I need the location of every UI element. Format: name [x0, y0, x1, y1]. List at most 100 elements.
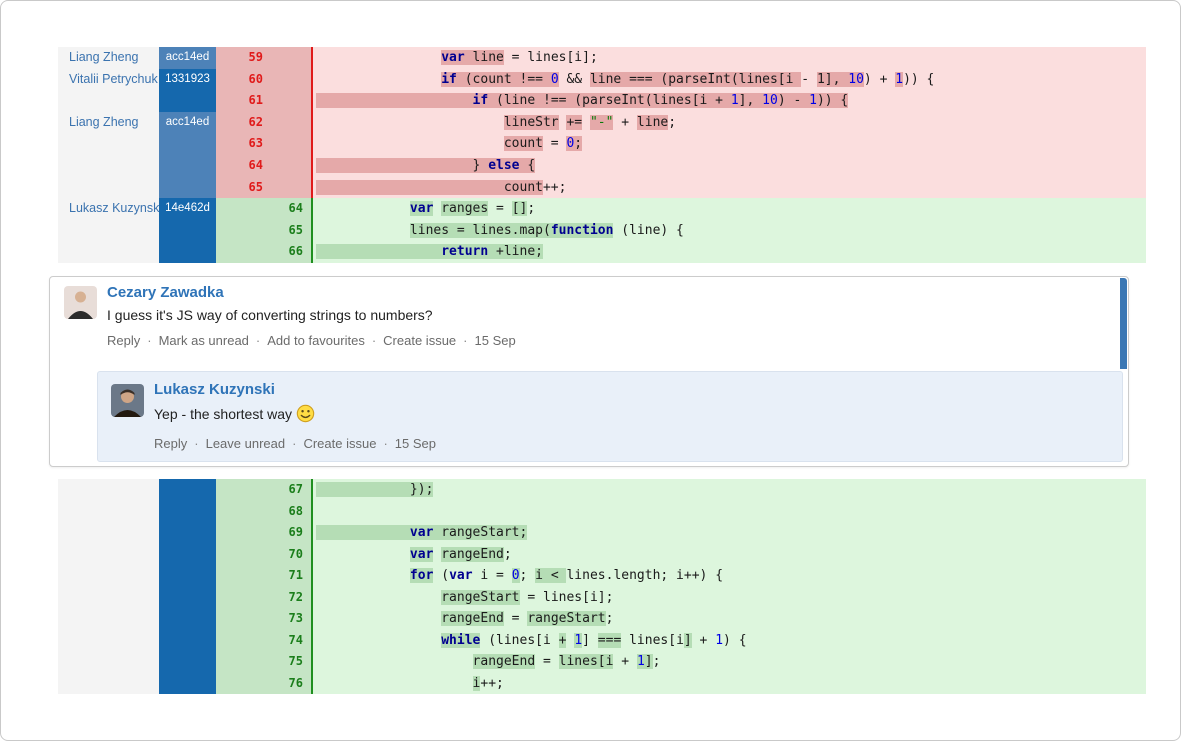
code-line[interactable]: if (line !== (parseInt(lines[i + 1], 10)…: [313, 90, 1146, 112]
new-line-number: [266, 176, 311, 199]
separator-dot: ·: [194, 436, 199, 451]
code-line[interactable]: i++;: [313, 672, 1146, 694]
comment-action-leave-unread[interactable]: Leave unread: [205, 436, 286, 451]
diff-separator: [311, 479, 313, 501]
code-line[interactable]: var rangeEnd;: [313, 543, 1146, 565]
old-line-number[interactable]: 64: [216, 155, 266, 177]
diff-separator: [311, 651, 313, 673]
diff-separator: [311, 155, 313, 177]
code-line[interactable]: lineStr += "-" + line;: [313, 111, 1146, 134]
code-line[interactable]: lines = lines.map(function (line) {: [313, 219, 1146, 242]
code-line[interactable]: });: [313, 479, 1146, 501]
comment-content: Cezary Zawadka I guess it's JS way of co…: [107, 277, 1128, 348]
code-line[interactable]: } else {: [313, 155, 1146, 177]
avatar-image: [64, 286, 97, 319]
old-line-number: [216, 198, 266, 220]
diff-separator: [311, 500, 313, 522]
code-line[interactable]: if (count !== 0 && line === (parseInt(li…: [313, 68, 1146, 91]
commit-hash[interactable]: 14e462d: [159, 198, 216, 264]
code-line[interactable]: var ranges = [];: [313, 198, 1146, 220]
new-line-number[interactable]: 74: [266, 629, 311, 651]
old-line-number[interactable]: 59: [216, 47, 266, 69]
diff-line: 59 var line = lines[i];: [216, 47, 1146, 69]
separator-dot: ·: [292, 436, 297, 451]
diff-line: 62 lineStr += "-" + line;: [216, 111, 1146, 134]
comment-body: Yep - the shortest way: [154, 404, 1122, 426]
old-line-number: [216, 479, 266, 501]
old-line-number[interactable]: 60: [216, 68, 266, 91]
comment-actions: Reply·Mark as unread·Add to favourites·C…: [107, 333, 1128, 348]
diff-separator: [311, 176, 313, 199]
code-line[interactable]: rangeEnd = lines[i + 1];: [313, 651, 1146, 673]
new-line-number[interactable]: 64: [266, 198, 311, 220]
code-line[interactable]: rangeStart = lines[i];: [313, 586, 1146, 608]
comment-action-add-to-favourites[interactable]: Add to favourites: [267, 333, 365, 348]
code-line[interactable]: count = 0;: [313, 133, 1146, 155]
code-line[interactable]: var line = lines[i];: [313, 47, 1146, 69]
blame-author-column: [58, 47, 159, 199]
comment-action-mark-as-unread[interactable]: Mark as unread: [158, 333, 249, 348]
comment-action-reply[interactable]: Reply: [154, 436, 188, 451]
blame-author-link[interactable]: Lukasz Kuzynski: [69, 201, 159, 215]
diff-separator: [311, 111, 313, 134]
diff-line: 71 for (var i = 0; i < lines.length; i++…: [216, 565, 1146, 587]
avatar-image: [111, 384, 144, 417]
old-line-number: [216, 629, 266, 651]
code-line[interactable]: rangeEnd = rangeStart;: [313, 608, 1146, 630]
commit-column: [159, 479, 216, 694]
code-line[interactable]: return +line;: [313, 241, 1146, 264]
blame-author-link[interactable]: Liang Zheng: [69, 114, 139, 129]
diff-line: 63 count = 0;: [216, 133, 1146, 155]
comment-action-create-issue[interactable]: Create issue: [303, 436, 377, 451]
code-line[interactable]: for (var i = 0; i < lines.length; i++) {: [313, 565, 1146, 587]
comment-action-create-issue[interactable]: Create issue: [383, 333, 457, 348]
blame-author-link[interactable]: Liang Zheng: [69, 50, 139, 64]
old-line-number[interactable]: 63: [216, 133, 266, 155]
comment-author-link[interactable]: Lukasz Kuzynski: [154, 381, 275, 398]
new-line-number[interactable]: 67: [266, 479, 311, 501]
blame-author-column: [58, 198, 159, 264]
blame-author-column: [58, 479, 159, 694]
diff-line: 67 });: [216, 479, 1146, 501]
old-line-number[interactable]: 61: [216, 90, 266, 112]
new-line-number[interactable]: 69: [266, 522, 311, 544]
old-line-number: [216, 219, 266, 242]
blame-author-link[interactable]: Vitalii Petrychuk: [69, 71, 158, 86]
diff-line: 74 while (lines[i + 1] === lines[i] + 1)…: [216, 629, 1146, 651]
comment-action-reply[interactable]: Reply: [107, 333, 141, 348]
commit-hash[interactable]: acc14ed: [159, 47, 216, 69]
comment-reply: Lukasz Kuzynski Yep - the shortest way R…: [97, 371, 1123, 462]
new-line-number[interactable]: 68: [266, 500, 311, 522]
code-line[interactable]: count++;: [313, 176, 1146, 199]
new-line-number[interactable]: 65: [266, 219, 311, 242]
code-line[interactable]: [313, 500, 1146, 522]
old-line-number: [216, 500, 266, 522]
code-line[interactable]: var rangeStart;: [313, 522, 1146, 544]
old-line-number: [216, 586, 266, 608]
diff-separator: [311, 219, 313, 242]
commit-hash[interactable]: acc14ed: [159, 111, 216, 199]
separator-dot: ·: [463, 333, 468, 348]
new-line-number[interactable]: 72: [266, 586, 311, 608]
old-line-number[interactable]: 65: [216, 176, 266, 199]
comment-author-link[interactable]: Cezary Zawadka: [107, 284, 224, 301]
new-line-number[interactable]: 75: [266, 651, 311, 673]
diff-separator: [311, 629, 313, 651]
new-line-number[interactable]: 70: [266, 543, 311, 565]
new-line-number[interactable]: 76: [266, 672, 311, 694]
comment-body: I guess it's JS way of converting string…: [107, 307, 433, 323]
old-line-number: [216, 651, 266, 673]
new-line-number[interactable]: 73: [266, 608, 311, 630]
diff-line: 70 var rangeEnd;: [216, 543, 1146, 565]
old-line-number[interactable]: 62: [216, 111, 266, 134]
diff-line: 60 if (count !== 0 && line === (parseInt…: [216, 68, 1146, 91]
diff-line: 61 if (line !== (parseInt(lines[i + 1], …: [216, 90, 1146, 112]
new-line-number: [266, 68, 311, 91]
new-line-number[interactable]: 66: [266, 241, 311, 264]
old-line-number: [216, 543, 266, 565]
new-line-number[interactable]: 71: [266, 565, 311, 587]
code-line[interactable]: while (lines[i + 1] === lines[i] + 1) {: [313, 629, 1146, 651]
commit-hash[interactable]: 1331923: [159, 68, 216, 112]
